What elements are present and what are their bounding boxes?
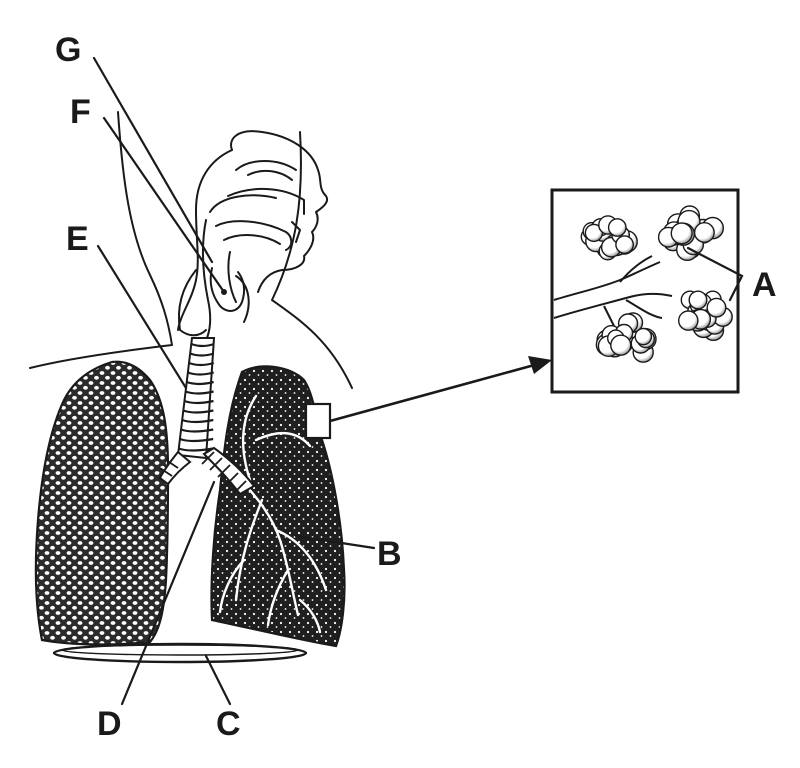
trachea-ring [181,418,214,424]
label-f: F [70,93,91,131]
trachea-ring [188,361,215,367]
nasal-cavity [235,160,297,171]
alveolus [706,297,727,318]
leader-e [96,244,188,390]
label-b: B [377,535,402,573]
bronchus-ring [165,459,179,469]
trachea-ring [179,437,214,443]
body-outline-right [271,131,353,389]
label-a: A [752,266,777,304]
alveolus [607,218,627,237]
diaphragm [52,642,308,664]
magnification-arrow-line [329,362,539,423]
magnified-region-marker [304,402,332,440]
bronchus-ring [233,480,247,494]
magnification-arrow-head [528,356,552,374]
leader-c [204,654,232,706]
trachea-ring [185,390,214,395]
bronchus-ring [201,451,215,465]
larynx [209,267,246,312]
label-g: G [55,31,82,69]
bronchus-ring [217,464,231,478]
label-c: C [216,705,241,743]
trachea [176,337,216,460]
alveolus [634,327,653,346]
trachea-ring [190,342,215,348]
alveoli-clusters [580,205,733,363]
main-bronchi [158,446,256,496]
leader-d [120,480,216,706]
trachea-ring [178,447,214,452]
leader-g [92,56,214,264]
oral-cavity [215,220,293,251]
alveolus [615,235,634,255]
leader-b [294,534,376,550]
back-of-head [177,149,233,331]
bronchus-ring [209,457,223,471]
larynx-dot [221,289,227,295]
label-e: E [66,220,89,258]
label-d: D [97,705,122,743]
leader-f [102,116,226,294]
bronchiole [553,255,673,331]
alveolus [688,290,708,310]
left-lung [34,360,170,646]
trachea-ring [184,399,214,405]
trachea-ring [186,380,214,386]
alveolus [693,221,715,243]
bronchus-ring [159,467,173,477]
alveolus [610,334,632,356]
alveolus [678,310,699,331]
trachea-ring [189,352,215,357]
head-outline [230,130,328,293]
pharynx [201,219,212,341]
leader-a-bracket [686,246,744,302]
body-outline-left [29,111,173,369]
trachea-ring [182,409,214,414]
trachea-ring [187,371,214,376]
alveolus [670,222,693,245]
trachea-ring [180,428,214,433]
bronchus-ring [225,472,239,486]
